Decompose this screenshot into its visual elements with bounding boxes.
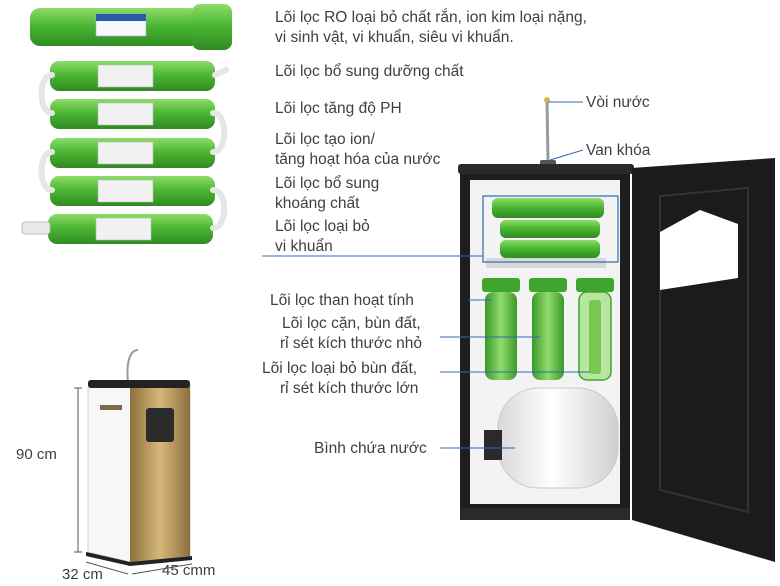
label-tank: Bình chứa nước bbox=[314, 440, 427, 457]
leader-lines bbox=[262, 101, 590, 449]
label-nutrient: Lõi lọc bổ sung dưỡng chất bbox=[275, 63, 464, 80]
housing-carbon bbox=[482, 278, 520, 380]
cartridge-nutrient bbox=[50, 61, 215, 91]
cartridge-ph bbox=[50, 99, 215, 129]
label-ro-line1: Lõi lọc RO loại bỏ chất rắn, ion kim loạ… bbox=[275, 9, 587, 26]
connector-tubes bbox=[38, 67, 229, 231]
dimension-depth: 32 cm bbox=[62, 566, 103, 583]
label-faucet: Vòi nước bbox=[586, 94, 650, 111]
label-ph: Lõi lọc tăng độ PH bbox=[275, 100, 402, 117]
label-bacteria-line1: Lõi lọc loại bỏ bbox=[275, 218, 370, 235]
cartridge-bacteria bbox=[21, 214, 213, 244]
label-ion-line2: tăng hoạt hóa của nước bbox=[275, 151, 441, 168]
label-carbon: Lõi lọc than hoạt tính bbox=[270, 292, 414, 309]
machine-small bbox=[86, 349, 192, 566]
label-mineral-line1: Lõi lọc bổ sung bbox=[275, 175, 380, 192]
faucet bbox=[540, 97, 556, 166]
housing-sediment-large bbox=[576, 278, 614, 381]
label-ion-line1: Lõi lọc tạo ion/ bbox=[275, 131, 375, 148]
mounted-membranes bbox=[486, 198, 606, 268]
water-tank bbox=[484, 387, 619, 489]
label-valve: Van khóa bbox=[586, 142, 651, 159]
label-mineral-line2: khoáng chất bbox=[275, 195, 360, 212]
label-sediment-large-line2: rỉ sét kích thước lớn bbox=[280, 380, 419, 397]
dimension-width: 45 cmm bbox=[162, 562, 216, 579]
cartridge-mineral bbox=[50, 176, 215, 206]
cartridge-ion bbox=[50, 138, 215, 168]
label-sediment-small-line1: Lõi lọc cặn, bùn đất, bbox=[282, 315, 421, 332]
label-ro-line2: vi sinh vật, vi khuẩn, siêu vi khuẩn. bbox=[275, 29, 514, 46]
cabinet-door bbox=[632, 158, 775, 562]
dimension-height: 90 cm bbox=[16, 446, 57, 463]
label-sediment-small-line2: rỉ sét kích thước nhỏ bbox=[280, 335, 423, 352]
dimension-lines bbox=[74, 387, 193, 575]
label-sediment-large-line1: Lõi lọc loại bỏ bùn đất, bbox=[262, 360, 418, 377]
label-bacteria-line2: vi khuẩn bbox=[275, 238, 333, 255]
cartridge-ro bbox=[30, 4, 232, 50]
membrane-highlight-box bbox=[482, 195, 619, 263]
housing-sediment-small bbox=[529, 278, 567, 380]
